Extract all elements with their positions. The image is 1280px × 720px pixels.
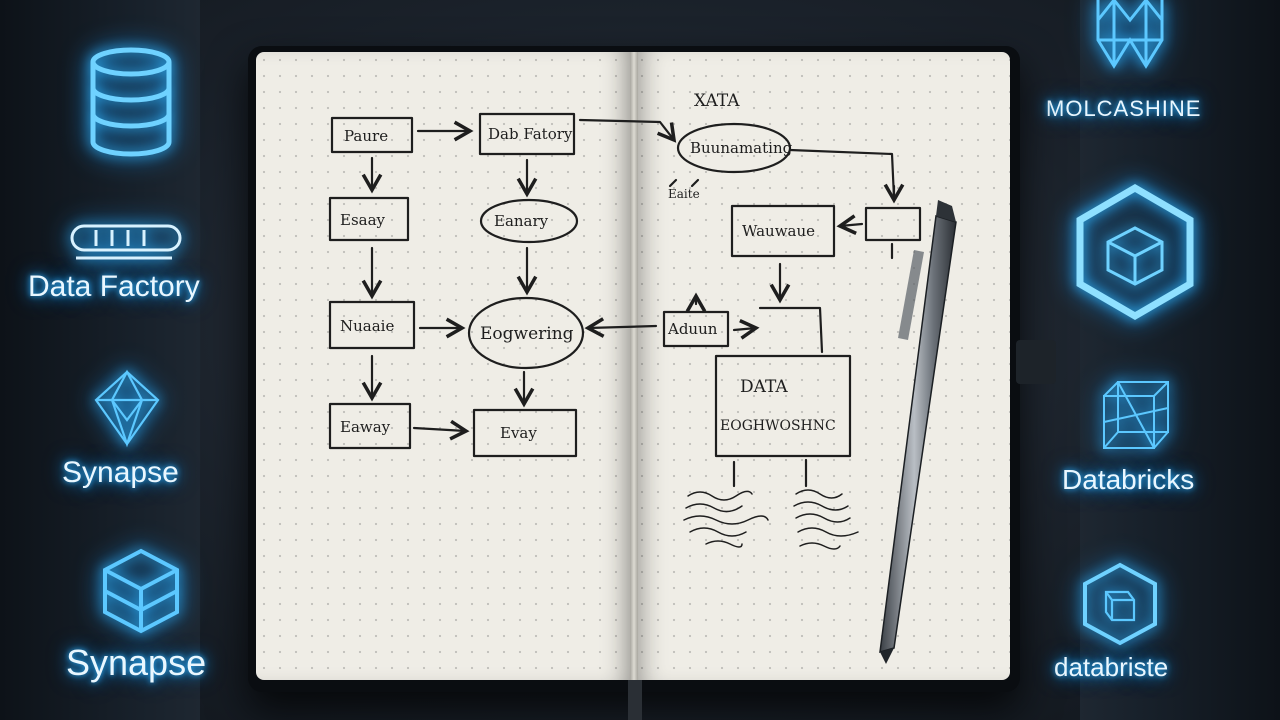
hexagon-cube-icon [1076,183,1194,321]
small-note: Eaite [668,187,700,201]
notebook-left-page [256,52,634,680]
pen [879,200,957,664]
molecule-logo-icon [1096,0,1164,69]
flow-box-label: Eaway [340,418,391,436]
flow-box-label: Dab Fatory [488,125,573,143]
flow-box [730,204,836,258]
flow-ellipse [479,198,579,244]
notebook-right-page [634,52,1010,680]
bookmark-ribbon [628,680,642,720]
notebook-spine [630,52,638,680]
flow-box [328,402,412,450]
flow-box-label: DATA [740,377,788,397]
right-page-title: XATA [694,91,740,111]
flow-box-label: EOGHWOSHNC [720,418,836,434]
flow-box [864,206,922,242]
diamond-network-icon [94,369,160,448]
flow-ellipse-label: Eanary [494,212,549,230]
synapse-label-1: Synapse [62,456,179,489]
hexagon-small-icon [1083,562,1157,646]
flow-box-label: Nuaaie [340,317,394,335]
databricks-label: Databricks [1062,464,1195,495]
database-icon [90,47,172,157]
flow-box [328,300,416,350]
flow-box [330,116,414,154]
flow-box [328,196,410,242]
flow-ellipse-label: Buunamating [690,139,793,157]
flow-box [714,354,852,458]
isometric-cube-icon [103,548,179,634]
data-factory-label: Data Factory [28,270,200,303]
synapse-label-2: Synapse [66,642,207,683]
flow-box-label: Wauwaue [742,222,815,240]
flow-box-label: Evay [500,424,537,442]
scribble-notes [683,489,859,550]
databricks-label-2: databriste [1054,652,1169,682]
flow-ellipse [676,122,792,174]
flow-box [472,408,578,458]
flow-ellipse [467,296,585,370]
flow-ellipse-label: Eogwering [480,324,574,344]
flow-box-label: Paure [344,127,388,145]
flow-box [478,112,576,156]
pipeline-icon [70,224,182,260]
flow-box-label: Esaay [340,211,386,229]
elastic-band-tab [1016,340,1056,384]
top-brand-label: MOLCASHINE [1046,96,1202,121]
flow-box-label: Aduun [667,320,718,338]
wireframe-cube-icon [1103,381,1169,449]
